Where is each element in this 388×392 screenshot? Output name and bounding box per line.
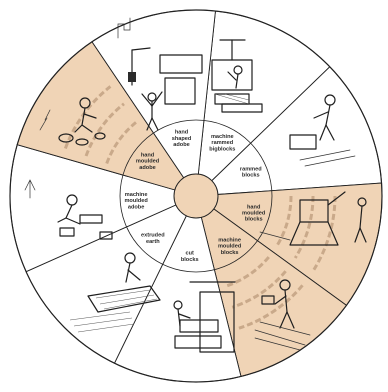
segment-label-line: rammed — [211, 140, 233, 146]
segment-label-line: moulded — [136, 159, 160, 165]
segment-label-line: earth — [146, 239, 160, 245]
segment-label-line: adobe — [139, 165, 155, 171]
segment-label-line: moulded — [218, 244, 242, 250]
segment-label-line: machine — [125, 192, 148, 198]
segment-label-line: blocks — [245, 217, 263, 223]
segment-label-line: machine — [211, 134, 234, 140]
segment-label-line: machine — [218, 238, 241, 244]
segment-label-line: adobe — [173, 142, 189, 148]
segment-label-line: bigblocks — [209, 146, 235, 152]
segment-label-line: hand — [175, 130, 189, 136]
segment-label-line: hand — [247, 204, 261, 210]
segment-label-line: blocks — [242, 173, 260, 179]
segment-label-line: blocks — [221, 250, 239, 256]
segment-label-line: cut — [186, 251, 195, 257]
segment-label-line: hand — [141, 153, 155, 159]
segment-label-line: extruded — [141, 233, 165, 239]
segment-label-line: rammed — [240, 167, 262, 173]
segment-label-line: shaped — [172, 136, 192, 142]
segment-label-line: blocks — [181, 257, 199, 263]
segment-label-line: moulded — [242, 211, 266, 217]
segment-label-line: moulded — [124, 198, 148, 204]
center-hub — [174, 174, 218, 218]
segment-label-line: adobe — [128, 204, 144, 210]
